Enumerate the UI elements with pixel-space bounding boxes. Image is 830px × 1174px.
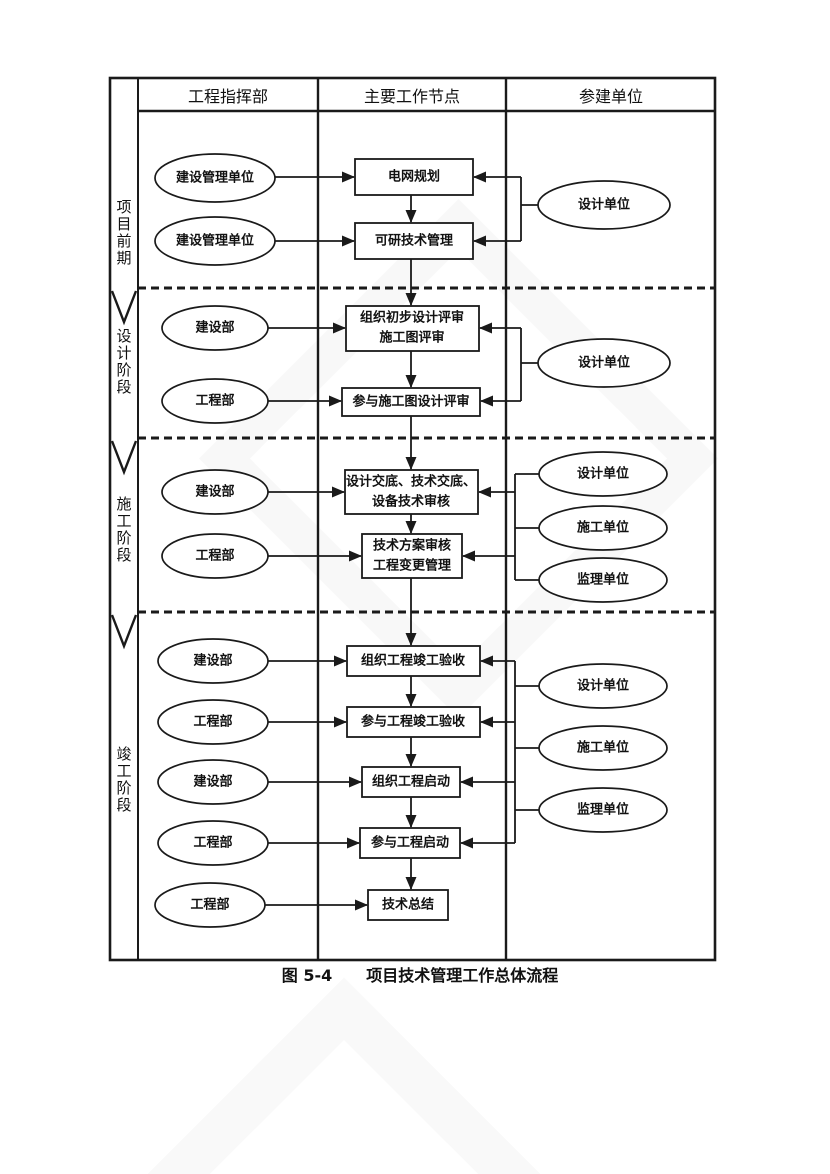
organize-project-startup-label: 组织工程启动 (371, 774, 451, 790)
column-header-command: 工程指挥部 (187, 87, 269, 106)
table-grid (108, 76, 717, 962)
label-line: 技术方案审核 (372, 538, 452, 554)
design-unit-label: 设计单位 (577, 355, 631, 371)
feasibility-study-tech-mgmt-label: 可研技术管理 (374, 233, 454, 249)
preliminary-design-review-box (345, 305, 480, 352)
department-ellipses (154, 153, 276, 928)
stage-separators (138, 286, 715, 614)
design-disclosure-label: 设计交底、技术交底、 设备技术审核 (346, 473, 476, 512)
construction-drawing-review-box (341, 387, 481, 417)
chevron-down-icon (110, 290, 138, 326)
column-header-participants: 参建单位 (578, 87, 644, 106)
label-line: 施工图评审 (379, 330, 445, 345)
engineering-dept-label: 工程部 (195, 548, 235, 564)
engineering-dept-label: 工程部 (193, 835, 233, 851)
organize-completion-acceptance-label: 组织工程竣工验收 (360, 653, 466, 669)
figure-caption: 图 5-4 项目技术管理工作总体流程 (282, 962, 559, 986)
construction-dept-label: 建设部 (193, 774, 233, 790)
construction-dept-label: 建设部 (195, 484, 235, 500)
tech-summary-label: 技术总结 (381, 897, 435, 913)
label-line: 工程变更管理 (372, 558, 452, 573)
design-unit-label: 设计单位 (576, 678, 630, 694)
engineering-dept-label: 工程部 (195, 393, 235, 409)
stage-label-construction: 施工阶段 (114, 496, 133, 564)
organize-completion-acceptance-box (346, 645, 481, 677)
column-header-work-nodes: 主要工作节点 (363, 87, 461, 106)
preliminary-design-review-label: 组织初步设计评审 施工图评审 (360, 309, 464, 348)
stage-chevron-icons (110, 290, 138, 650)
construction-dept-label: 建设部 (193, 653, 233, 669)
construction-mgmt-unit-label: 建设管理单位 (175, 233, 255, 249)
chevron-down-icon (110, 614, 138, 650)
stage-label-design: 设计阶段 (114, 328, 133, 396)
design-unit-label: 设计单位 (576, 466, 630, 482)
figure-title: 项目技术管理工作总体流程 (366, 966, 559, 985)
construction-mgmt-unit-ellipse (154, 153, 276, 203)
feasibility-study-tech-mgmt-box (354, 222, 474, 260)
figure-number: 图 5-4 (281, 966, 333, 985)
work-node-boxes (341, 158, 481, 921)
participant-ellipses (537, 180, 671, 833)
design-unit-label: 设计单位 (577, 197, 631, 213)
construction-unit-label: 施工单位 (576, 520, 630, 536)
stage-label-pre-project: 项目前期 (114, 199, 133, 267)
construction-drawing-review-label: 参与施工图设计评审 (352, 394, 470, 410)
construction-dept-label: 建设部 (195, 320, 235, 336)
stage-label-completion: 竣工阶段 (114, 746, 133, 814)
supervision-unit-label: 监理单位 (576, 802, 630, 818)
construction-unit-label: 施工单位 (576, 740, 630, 756)
supervision-unit-label: 监理单位 (576, 572, 630, 588)
engineering-dept-label: 工程部 (190, 897, 230, 913)
tech-plan-review-box (361, 533, 463, 579)
grid-planning-label: 电网规划 (387, 169, 441, 185)
organize-project-startup-box (361, 766, 461, 798)
label-line: 设计交底、技术交底、 (345, 474, 477, 490)
participate-project-startup-label: 参与工程启动 (370, 835, 450, 851)
tech-summary-box (367, 889, 449, 921)
construction-mgmt-unit-label: 建设管理单位 (175, 170, 255, 186)
label-line: 设备技术审核 (371, 494, 451, 509)
flow-connectors (265, 171, 539, 911)
label-line: 组织初步设计评审 (359, 310, 465, 326)
chevron-down-icon (110, 440, 138, 476)
participate-completion-acceptance-label: 参与工程竣工验收 (360, 714, 466, 730)
tech-plan-review-label: 技术方案审核 工程变更管理 (373, 537, 451, 576)
participate-project-startup-box (359, 827, 461, 859)
engineering-dept-label: 工程部 (193, 714, 233, 730)
